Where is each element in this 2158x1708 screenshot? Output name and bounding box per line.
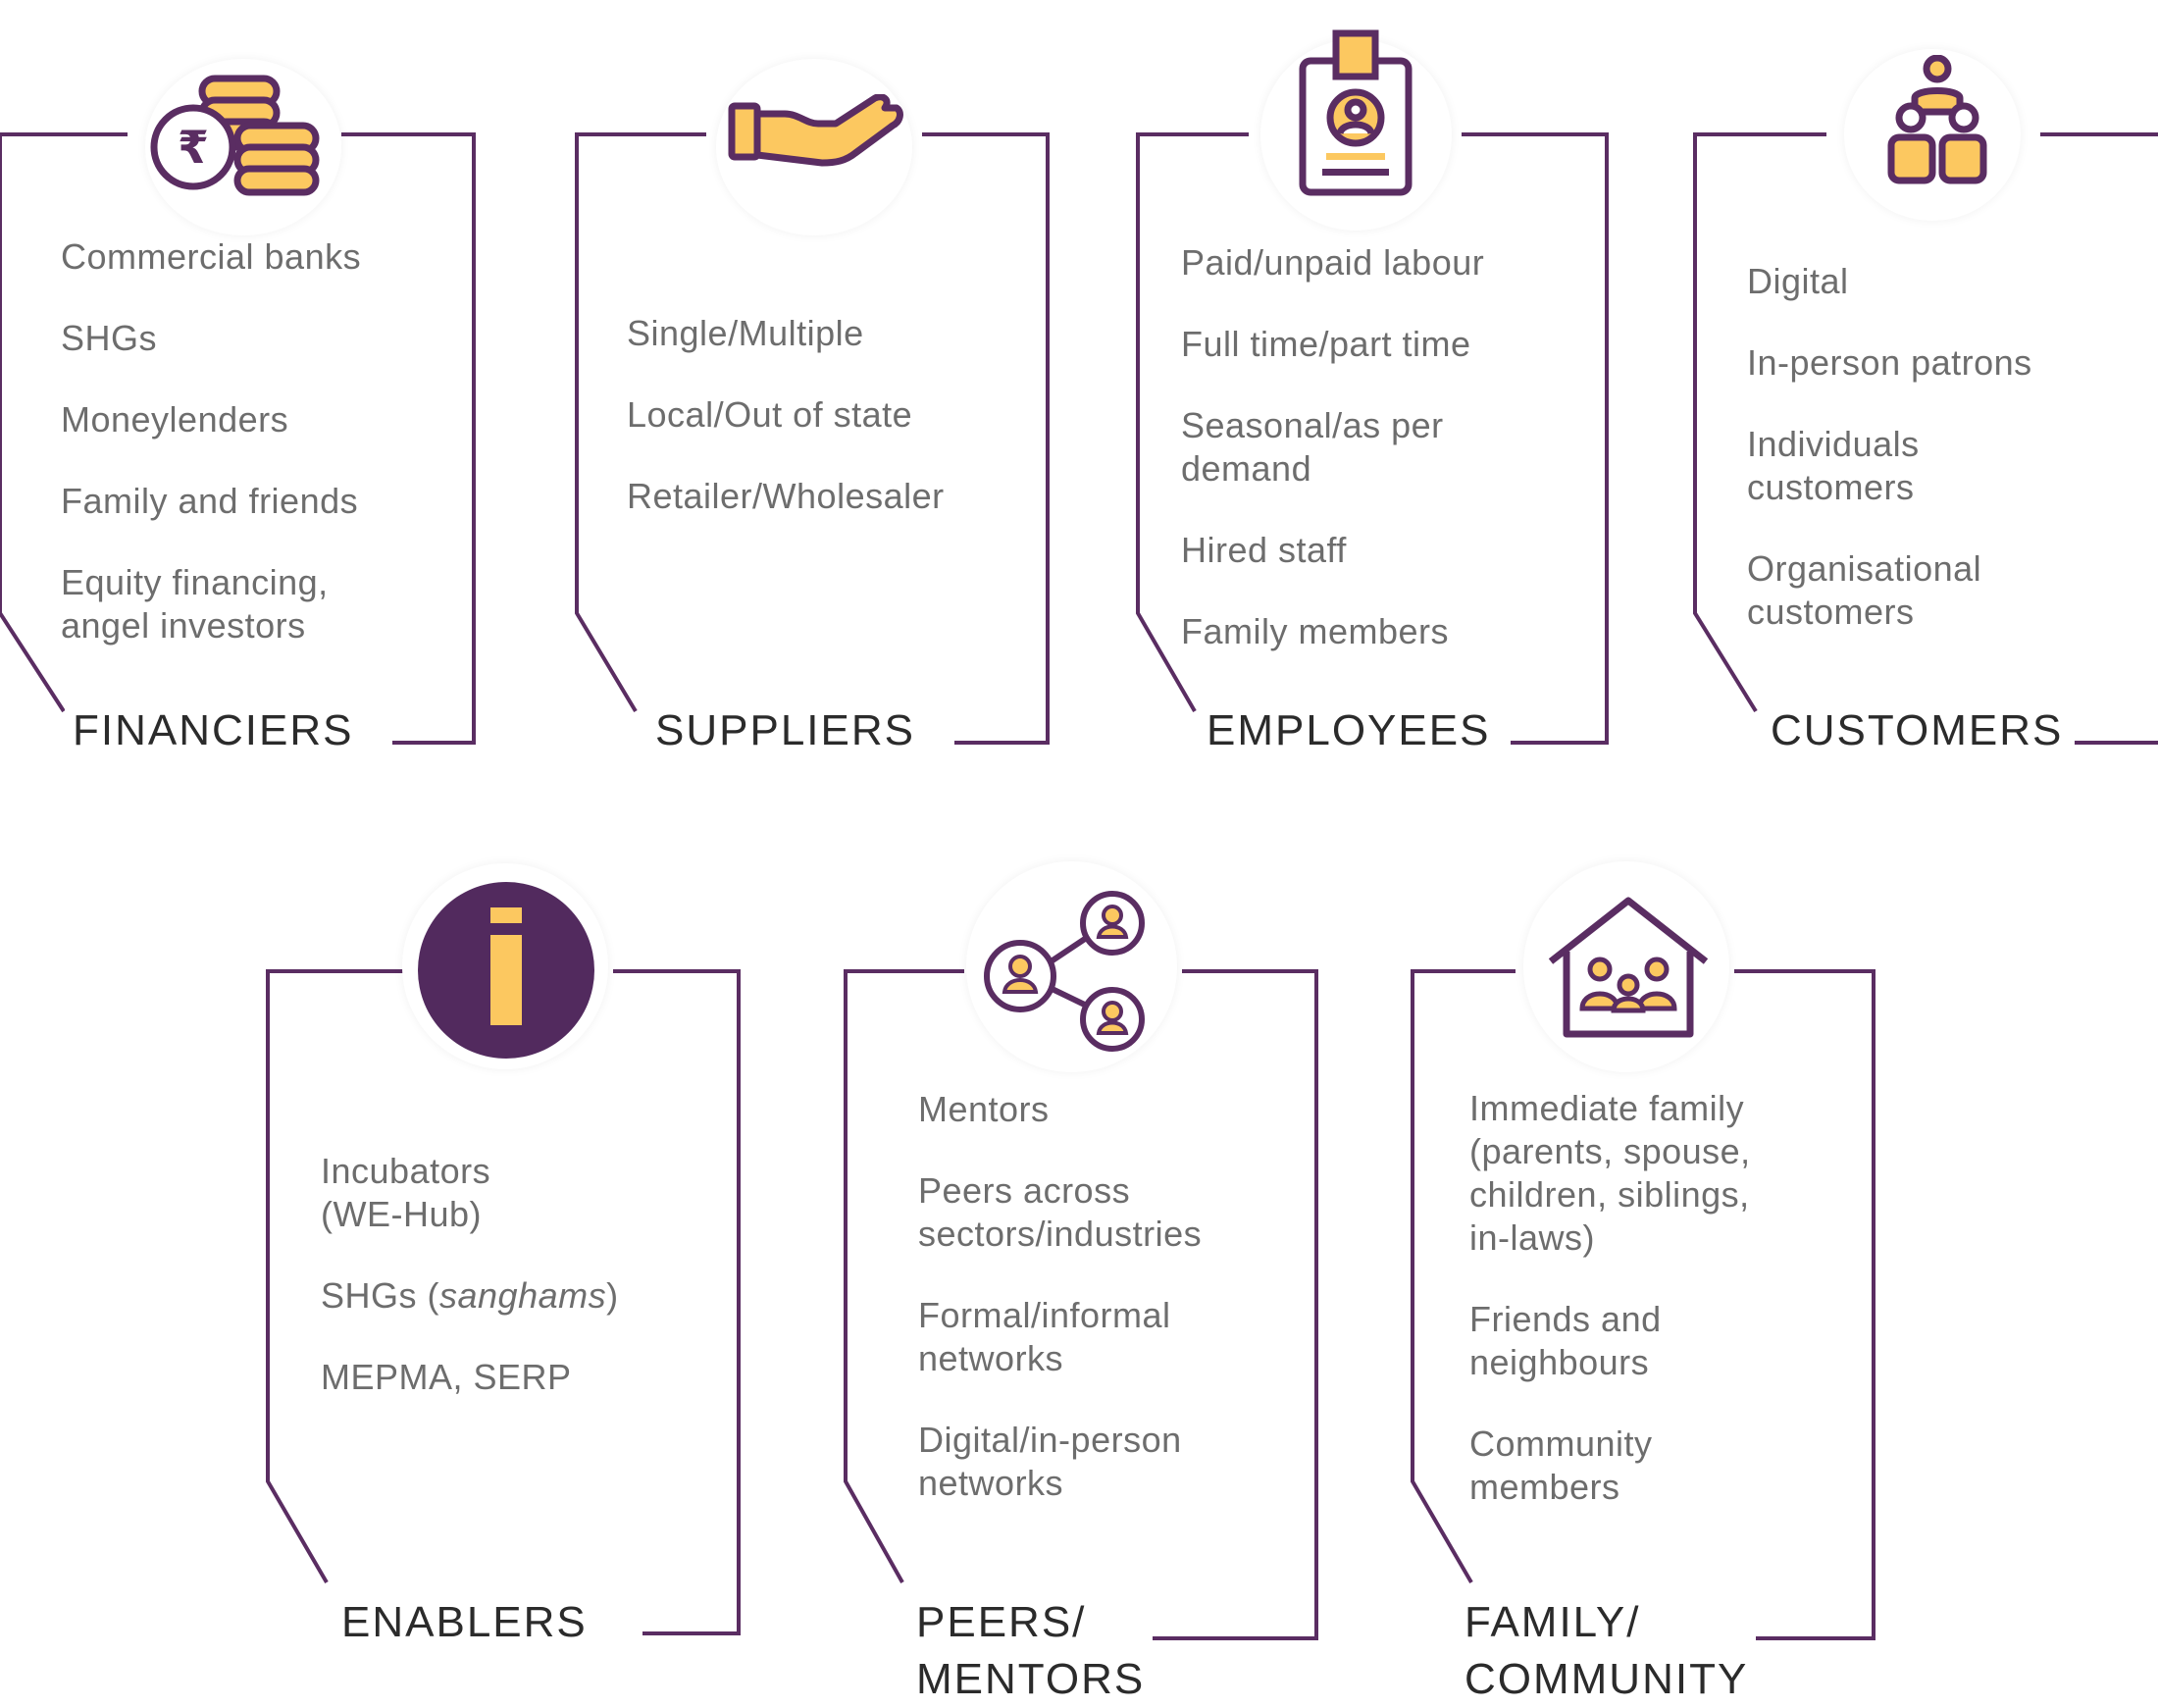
list-item: Seasonal/as per demand xyxy=(1181,405,1444,489)
list-item: Friends and neighbours xyxy=(1469,1299,1662,1382)
card-title-peers-mentors: PEERS/ MENTORS xyxy=(908,1594,1154,1708)
frame-employees xyxy=(1136,132,1249,713)
list-item: Incubators (WE-Hub) xyxy=(321,1151,491,1234)
list-item: Commercial banks xyxy=(61,236,362,277)
frame-family xyxy=(1411,969,1516,1584)
id-badge-icon xyxy=(1299,29,1413,196)
card-title-enablers: ENABLERS xyxy=(334,1594,595,1651)
list-item: Individuals customers xyxy=(1747,424,1920,507)
card-title-financiers: FINANCIERS xyxy=(65,702,362,759)
employees-list: Paid/unpaid labour Full time/part time S… xyxy=(1181,241,1515,692)
list-item: Hired staff xyxy=(1181,530,1347,570)
frame-financiers xyxy=(0,132,128,713)
frame-suppliers xyxy=(575,132,706,713)
frame-peers xyxy=(844,969,964,1583)
list-item: Moneylenders xyxy=(61,399,289,440)
customers-list: Digital In-person patrons Individuals cu… xyxy=(1747,260,2090,672)
frame-enablers xyxy=(266,969,412,1584)
people-group-icon xyxy=(1887,55,1987,184)
card-title-family-community: FAMILY/ COMMUNITY xyxy=(1457,1594,1757,1708)
peers-list: Mentors Peers across sectors/industries … xyxy=(918,1088,1291,1543)
list-item: Full time/part time xyxy=(1181,324,1471,364)
card-title-employees: EMPLOYEES xyxy=(1199,702,1499,759)
list-item: Organisational customers xyxy=(1747,548,1982,632)
info-icon xyxy=(418,882,594,1059)
financiers-list: Commercial banks SHGs Moneylenders Famil… xyxy=(61,235,414,686)
list-item: Single/Multiple xyxy=(627,313,864,353)
enablers-list: Incubators (WE-Hub) SHGs (sanghams) MEPM… xyxy=(321,1150,674,1437)
svg-text:₹: ₹ xyxy=(178,121,209,174)
list-item: Formal/informal networks xyxy=(918,1295,1171,1378)
house-family-icon xyxy=(1548,897,1709,1038)
frame-customers xyxy=(1693,132,1826,713)
list-item: Family members xyxy=(1181,611,1450,651)
list-item: Digital xyxy=(1747,261,1849,301)
list-item: Digital/in-person networks xyxy=(918,1420,1182,1503)
list-item: In-person patrons xyxy=(1747,342,2032,383)
list-item: Immediate family (parents, spouse, child… xyxy=(1469,1088,1751,1258)
list-item: Local/Out of state xyxy=(627,394,913,435)
list-item: Mentors xyxy=(918,1089,1050,1129)
open-hand-icon xyxy=(728,94,903,167)
coins-rupee-icon: ₹ xyxy=(150,75,320,196)
suppliers-list: Single/Multiple Local/Out of state Retai… xyxy=(627,312,1019,556)
card-title-customers: CUSTOMERS xyxy=(1763,702,2072,759)
list-item: SHGs xyxy=(61,318,158,358)
network-people-icon xyxy=(984,891,1145,1052)
list-item: SHGs (sanghams) xyxy=(321,1275,619,1316)
list-item: MEPMA, SERP xyxy=(321,1357,572,1397)
list-item: Family and friends xyxy=(61,481,359,521)
list-item: Peers across sectors/industries xyxy=(918,1170,1203,1254)
list-item: Equity financing, angel investors xyxy=(61,562,329,646)
list-item: Community members xyxy=(1469,1423,1653,1507)
family-list: Immediate family (parents, spouse, child… xyxy=(1469,1087,1803,1547)
list-item: Retailer/Wholesaler xyxy=(627,476,945,516)
emphasis-text: sanghams xyxy=(439,1275,607,1316)
card-title-suppliers: SUPPLIERS xyxy=(647,702,923,759)
list-item: Paid/unpaid labour xyxy=(1181,242,1485,283)
